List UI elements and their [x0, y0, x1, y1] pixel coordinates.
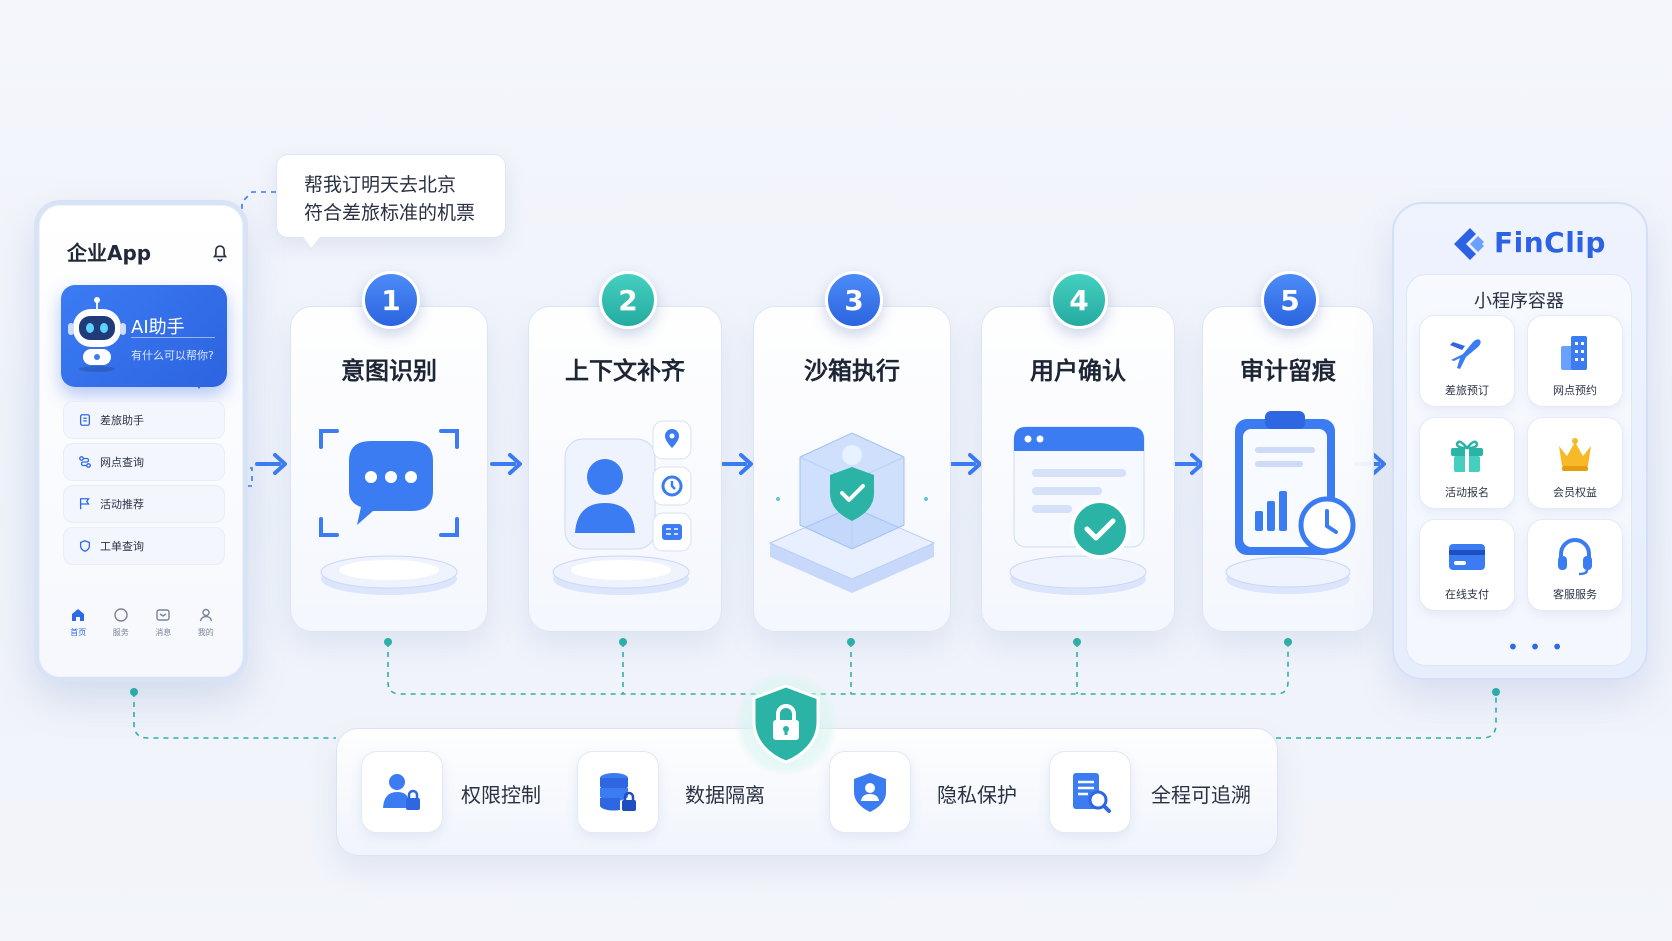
window-check-icon [1009, 426, 1147, 595]
route-icon [79, 456, 91, 468]
phone-bracket [240, 467, 253, 487]
bell-icon[interactable] [209, 241, 231, 263]
shield-cube-icon [768, 432, 936, 593]
step-badge: 3 [825, 271, 883, 329]
shield-icon [79, 540, 91, 552]
step-title: 上下文补齐 [565, 357, 685, 385]
document-icon [79, 414, 91, 426]
robot-icon [68, 297, 126, 372]
security-label: 权限控制 [461, 783, 541, 807]
menu-item-activity[interactable]: 活动推荐 [63, 485, 225, 523]
finclip-logo-icon [1454, 228, 1484, 260]
user-icon [199, 608, 212, 622]
arrow-right-icon [1172, 453, 1204, 475]
step-badge: 4 [1050, 271, 1108, 329]
app-event-signup[interactable]: 活动报名 [1419, 417, 1515, 509]
security-label: 全程可追溯 [1151, 783, 1251, 807]
document-search-icon [1073, 773, 1111, 813]
card-icon [1449, 544, 1485, 570]
step-title: 审计留痕 [1240, 357, 1336, 385]
container-label: 小程序容器 [1474, 291, 1564, 312]
bubble-line-2: 符合差旅标准的机票 [304, 202, 476, 224]
step-badge: 2 [599, 271, 657, 329]
flag-icon [79, 498, 90, 510]
bubble-line-1: 帮我订明天去北京 [304, 174, 457, 196]
security-label: 数据隔离 [685, 783, 765, 807]
plane-icon [1450, 339, 1481, 369]
shield-user-icon [854, 773, 886, 812]
phone-tabbar: 首页 服务 消息 我的 [57, 607, 227, 657]
ai-assistant-card[interactable]: AI助手 有什么可以帮你? [61, 285, 227, 387]
app-online-payment[interactable]: 在线支付 [1419, 519, 1515, 611]
tab-service[interactable]: 服务 [113, 607, 129, 657]
home-icon [72, 609, 85, 621]
security-item-permission [361, 751, 443, 833]
phone-title: 企业App [67, 241, 152, 265]
app-member-benefits[interactable]: 会员权益 [1527, 417, 1623, 509]
user-lock-icon [383, 774, 420, 810]
step-title: 用户确认 [1030, 357, 1126, 385]
arrow-right-icon [255, 453, 287, 475]
security-item-data-isolation [577, 751, 659, 833]
lock-shield-icon [752, 684, 820, 764]
step-badge: 5 [1261, 271, 1319, 329]
crown-icon [1559, 438, 1591, 471]
menu-item-ticket[interactable]: 工单查询 [63, 527, 225, 565]
building-icon [1561, 336, 1587, 370]
database-lock-icon [600, 773, 636, 811]
app-branch-appointment[interactable]: 网点预约 [1527, 315, 1623, 407]
enterprise-app-phone: 企业App AI助手 有什么可以帮你? 差旅助手 网点查询 活动推荐 [34, 200, 248, 682]
user-request-bubble [276, 154, 506, 238]
finclip-container: FinClip 小程序容器 差旅预订 网点预约 活动报名 会员权益 在线支付 客… [1392, 202, 1648, 680]
finclip-brand: FinClip [1494, 226, 1606, 259]
step-title: 沙箱执行 [804, 357, 900, 385]
step-card-context: 上下文补齐 [528, 306, 722, 632]
chat-icon [114, 608, 128, 622]
menu-item-branch[interactable]: 网点查询 [63, 443, 225, 481]
steps-bracket [387, 642, 1289, 695]
arrow-right-icon [721, 453, 753, 475]
security-label: 隐私保护 [937, 783, 1017, 807]
arrow-right-icon [950, 453, 982, 475]
tab-mine[interactable]: 我的 [198, 607, 214, 657]
mini-program-container: 小程序容器 差旅预订 网点预约 活动报名 会员权益 在线支付 客服服务 • • … [1406, 274, 1632, 666]
user-context-icon [552, 420, 692, 595]
app-travel-booking[interactable]: 差旅预订 [1419, 315, 1515, 407]
step-card-sandbox: 沙箱执行 [753, 306, 951, 632]
chat-bubble-icon [319, 429, 459, 595]
app-customer-service[interactable]: 客服服务 [1527, 519, 1623, 611]
tab-message[interactable]: 消息 [155, 607, 171, 657]
menu-item-travel[interactable]: 差旅助手 [63, 401, 225, 439]
outer-bracket [133, 692, 336, 739]
arrow-right-icon [490, 453, 522, 475]
ai-card-title: AI助手 [131, 317, 185, 338]
ai-card-subtitle: 有什么可以帮你? [131, 349, 214, 362]
tab-home[interactable]: 首页 [70, 607, 86, 657]
more-apps-icon[interactable]: • • • [1507, 635, 1566, 659]
message-icon [156, 609, 170, 621]
security-item-privacy [829, 751, 911, 833]
clipboard-clock-icon [1225, 411, 1356, 594]
step-badge: 1 [362, 271, 420, 329]
headset-icon [1558, 538, 1592, 576]
step-title: 意图识别 [341, 357, 437, 385]
step-card-confirm: 用户确认 [981, 306, 1175, 632]
step-card-audit: 审计留痕 [1202, 306, 1374, 632]
security-item-traceability [1049, 751, 1131, 833]
gift-icon [1451, 440, 1483, 472]
step-card-intent: 意图识别 [290, 306, 488, 632]
outer-bracket-right [1276, 694, 1497, 739]
